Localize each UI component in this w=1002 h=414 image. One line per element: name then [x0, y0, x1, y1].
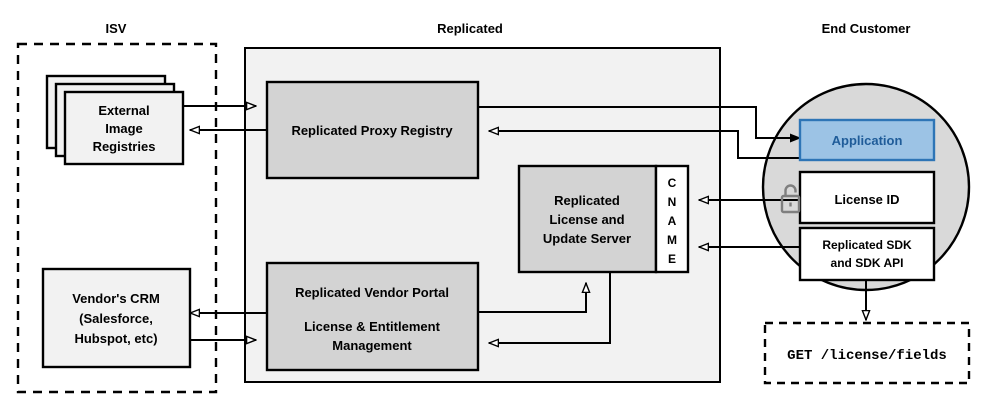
application-box: [798, 118, 936, 162]
node-vendors-crm[interactable]: Vendor's CRM (Salesforce, Hubspot, etc): [41, 267, 192, 369]
registries-line-3: Registries: [93, 139, 156, 154]
edge-vendorportal-to-licenseserver: [478, 283, 586, 313]
unlock-icon: [780, 184, 801, 214]
license-server-line-1: Replicated: [554, 193, 620, 208]
replicated-sdk-line-2: and SDK API: [831, 256, 904, 270]
edge-proxy-to-application: [478, 106, 800, 138]
node-replicated-license-and-update-server[interactable]: Replicated License and Update Server: [517, 164, 658, 274]
proxy-registry-box: [265, 80, 480, 180]
registries-line-1: External: [98, 103, 149, 118]
node-license-id[interactable]: License ID: [798, 170, 936, 225]
zone-title-end-customer: End Customer: [822, 21, 911, 36]
cname-letter-a: A: [668, 214, 677, 228]
edge-application-to-proxy: [489, 131, 800, 159]
zone-isv: [16, 42, 218, 394]
api-request-dashed-box: [763, 321, 971, 385]
cname-letter-n: N: [668, 195, 677, 209]
edge-layer: [180, 106, 866, 343]
crm-line-2: (Salesforce,: [79, 311, 153, 326]
vendor-portal-line-1: Replicated Vendor Portal: [295, 285, 449, 300]
license-server-box: [517, 164, 658, 274]
zone-title-isv: ISV: [106, 21, 127, 36]
crm-box: [41, 267, 192, 369]
license-server-line-3: Update Server: [543, 231, 631, 246]
vendor-portal-box: [265, 261, 480, 372]
node-external-image-registries[interactable]: External Image Registries: [45, 74, 185, 166]
registries-line-2: Image: [105, 121, 143, 136]
license-id-label: License ID: [834, 192, 899, 207]
proxy-registry-label: Replicated Proxy Registry: [291, 123, 453, 138]
node-application[interactable]: Application: [798, 118, 936, 162]
crm-line-1: Vendor's CRM: [72, 291, 160, 306]
stacked-box-front: [63, 90, 185, 166]
node-replicated-sdk[interactable]: Replicated SDK and SDK API: [798, 226, 936, 282]
replicated-sdk-box: [798, 226, 936, 282]
node-replicated-proxy-registry[interactable]: Replicated Proxy Registry: [265, 80, 480, 180]
node-replicated-vendor-portal[interactable]: Replicated Vendor Portal License & Entit…: [265, 261, 480, 372]
license-id-box: [798, 170, 936, 225]
license-server-line-2: License and: [549, 212, 624, 227]
api-request-label: GET /license/fields: [787, 348, 947, 364]
replicated-sdk-line-1: Replicated SDK: [822, 238, 912, 252]
node-api-request[interactable]: GET /license/fields: [763, 321, 971, 385]
cname-strip: [654, 164, 690, 274]
zone-title-replicated: Replicated: [437, 21, 503, 36]
vendor-portal-line-2: License & Entitlement: [304, 319, 440, 334]
vendor-portal-line-3: Management: [332, 338, 412, 353]
node-cname[interactable]: C N A M E: [654, 164, 690, 274]
cname-letter-e: E: [668, 252, 676, 266]
edge-licenseserver-to-vendorportal: [489, 272, 611, 343]
application-label: Application: [832, 133, 903, 148]
cname-letter-c: C: [668, 176, 677, 190]
crm-line-3: Hubspot, etc): [74, 331, 157, 346]
cname-letter-m: M: [667, 233, 677, 247]
